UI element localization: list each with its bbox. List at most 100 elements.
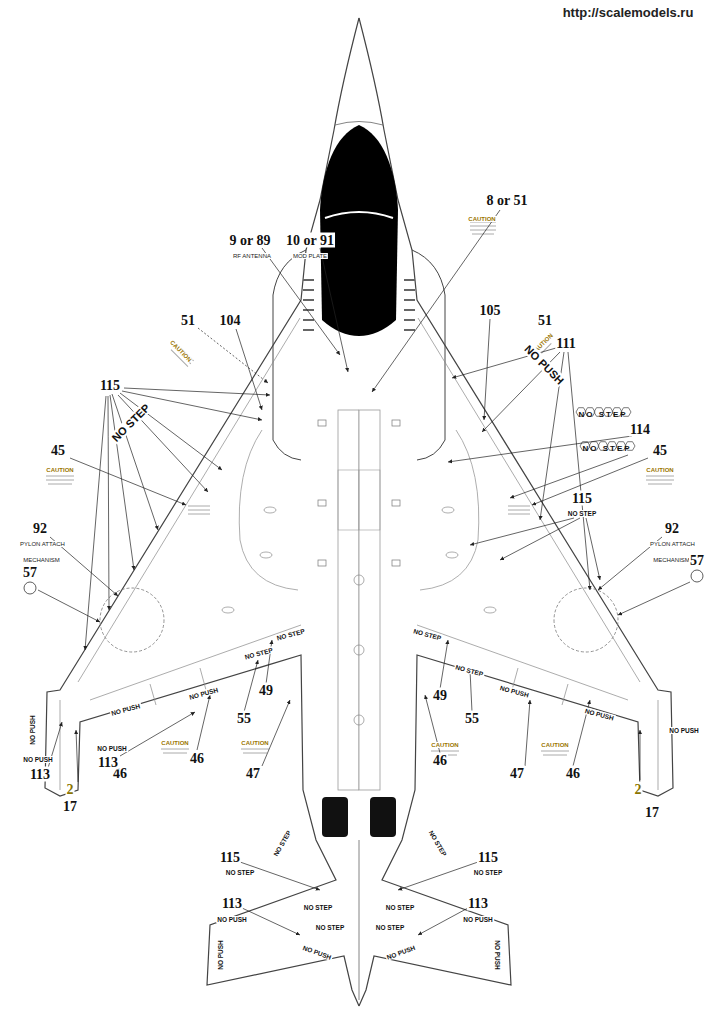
caution-text-holder: CAUTION bbox=[467, 208, 496, 224]
caution-text: CAUTION bbox=[45, 467, 74, 473]
canopy bbox=[320, 125, 398, 336]
caution-text-holder: CAUTION bbox=[160, 732, 189, 748]
caution-text-holder: CAUTION bbox=[540, 734, 569, 750]
leader-line bbox=[470, 518, 574, 545]
decal-placard bbox=[46, 472, 74, 484]
caution-text: CAUTION bbox=[160, 740, 189, 746]
part-name-holder: MOD PLATE bbox=[292, 245, 328, 261]
leader-line bbox=[197, 695, 210, 750]
callout-number-holder: 17 bbox=[644, 804, 660, 821]
callout-number-holder: 47 bbox=[509, 765, 525, 782]
stencil-text: NO PUSH bbox=[22, 756, 54, 763]
stencil-text: NO STEP bbox=[385, 904, 416, 911]
callout-number-holder: 8 or 51 bbox=[486, 192, 529, 209]
leader-line bbox=[198, 328, 268, 383]
callout-number-holder: 115 bbox=[571, 490, 593, 507]
canopy bbox=[320, 125, 398, 336]
caution-text-holder: CAUTION bbox=[645, 459, 674, 475]
callout-number: 115 bbox=[99, 378, 121, 393]
caution-text-holder: CAUTION bbox=[430, 734, 459, 750]
callout-number: 57 bbox=[689, 553, 705, 568]
caution-text: CAUTION bbox=[645, 467, 674, 473]
decal-placard bbox=[161, 745, 189, 753]
callout-number-holder: 51 bbox=[537, 312, 553, 329]
stencil-text-holder: NO STEP bbox=[107, 399, 154, 446]
airframe bbox=[354, 715, 364, 725]
stencil-text: NO PUSH bbox=[385, 944, 417, 961]
stencil-text-holder: NO STEP bbox=[375, 917, 406, 933]
callout-number: 8 or 51 bbox=[486, 193, 529, 208]
callout-number: 47 bbox=[245, 766, 261, 781]
callout-number: 115 bbox=[219, 850, 241, 865]
callout-number-holder: 113 bbox=[97, 754, 119, 771]
stencil-text-holder: NO PUSH bbox=[96, 738, 128, 754]
leader-line bbox=[76, 730, 78, 782]
stencil-text-holder: NO STEP bbox=[425, 825, 454, 859]
airframe bbox=[359, 840, 360, 1000]
airframe bbox=[335, 122, 383, 126]
leader-line bbox=[242, 908, 300, 935]
callout-number-holder: 115 bbox=[99, 377, 121, 394]
callout-number: 115 bbox=[477, 850, 499, 865]
stencil-text-holder: NO PUSH bbox=[186, 679, 221, 703]
caution-text: CAUTION bbox=[467, 216, 496, 222]
leader-line bbox=[320, 248, 348, 372]
stencil-text: NO PUSH bbox=[96, 745, 128, 752]
stencil-text: NO STEP bbox=[271, 828, 292, 858]
callout-number-holder: 2 bbox=[634, 781, 643, 798]
callout-number-holder: 51 bbox=[180, 312, 196, 329]
stencil-text-holder: NO PUSH bbox=[462, 909, 494, 925]
decal-placard bbox=[188, 506, 210, 514]
callout-number: 45 bbox=[652, 443, 668, 458]
callout-number-holder: 92 bbox=[664, 520, 680, 537]
callout-number: 46 bbox=[432, 753, 448, 768]
stencil-text-holder: NO STEP bbox=[241, 639, 275, 662]
leader-line bbox=[38, 590, 100, 622]
symbol-circle bbox=[24, 570, 703, 594]
airframe bbox=[359, 18, 673, 1006]
caution-text: CAUTION bbox=[430, 742, 459, 748]
callout-number: 49 bbox=[432, 688, 448, 703]
stencil-text: NO PUSH bbox=[187, 686, 219, 701]
callout-number-holder: 46 bbox=[432, 752, 448, 769]
part-name: RF ANTENNA bbox=[232, 253, 272, 259]
callout-number: 9 or 89 bbox=[229, 233, 272, 248]
stencil-text-holder: NO PUSH bbox=[668, 720, 700, 736]
callout-number-holder: 2 bbox=[66, 781, 75, 798]
callout-number-holder: 46 bbox=[565, 765, 581, 782]
stencil-text-holder: NO STEP bbox=[315, 917, 346, 933]
leader-line bbox=[262, 700, 290, 766]
callout-number: 113 bbox=[97, 755, 119, 770]
callout-number: 105 bbox=[479, 303, 502, 318]
callout-number: 2 bbox=[66, 782, 75, 797]
stencil-text-holder: NO STEP bbox=[273, 620, 307, 643]
airframe bbox=[45, 18, 673, 1006]
callout-number-holder: 55 bbox=[464, 710, 480, 727]
stencil-text: NO STEP bbox=[577, 410, 628, 419]
leader-line bbox=[448, 436, 632, 462]
callout-number-holder: 9 or 89 bbox=[229, 232, 272, 249]
callout-number: 57 bbox=[22, 565, 38, 580]
watermark-holder: http://scalemodels.ru bbox=[562, 4, 695, 20]
leader-line bbox=[262, 248, 340, 355]
leader-line bbox=[120, 712, 195, 756]
stencil-text: NO STEP bbox=[109, 401, 153, 445]
callout-number: 46 bbox=[565, 766, 581, 781]
decal-placard bbox=[470, 222, 496, 234]
callout-number-holder: 115 bbox=[219, 849, 241, 866]
stencil-text-holder: NO STEP bbox=[473, 862, 504, 878]
stencil-text-holder: NO PUSH bbox=[216, 909, 248, 925]
callout-number-holder: 113 bbox=[467, 895, 489, 912]
callout-number-holder: 57 bbox=[22, 564, 38, 581]
leader-line bbox=[244, 660, 258, 712]
callout-number: 92 bbox=[32, 521, 48, 536]
callout-number-holder: 113 bbox=[29, 766, 51, 783]
callout-number-holder: 46 bbox=[189, 750, 205, 767]
callout-number-holder: 104 bbox=[219, 312, 242, 329]
callout-number: 113 bbox=[467, 896, 489, 911]
callout-number-holder: 114 bbox=[629, 421, 651, 438]
decal-placard bbox=[541, 747, 569, 755]
stencil-text: NO PUSH bbox=[301, 944, 333, 961]
